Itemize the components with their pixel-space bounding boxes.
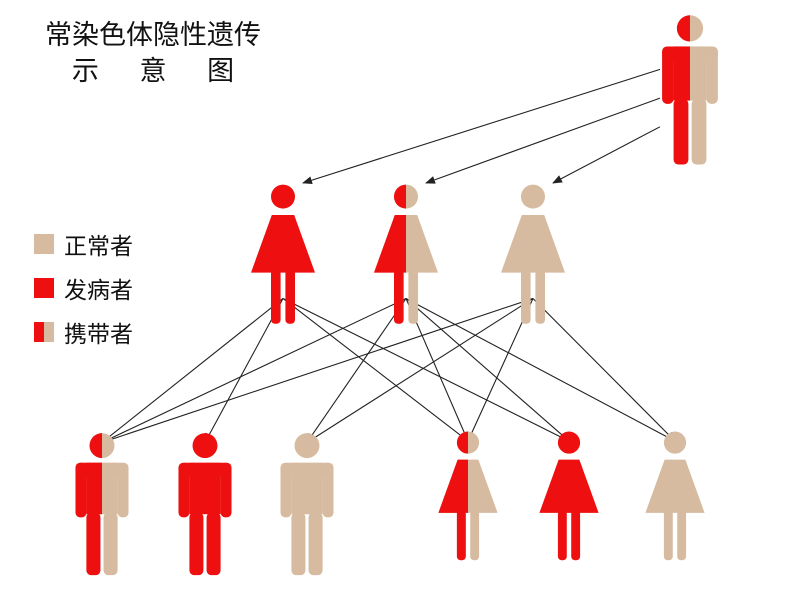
arrow-f3-to-c1 (101, 297, 534, 444)
legend-swatch-normal (34, 234, 54, 254)
arrow-f1-to-c4 (282, 298, 469, 442)
legend-swatch-carrier (34, 322, 54, 342)
legend-item-affected: 发病者 (34, 266, 133, 310)
figure-body (539, 431, 599, 561)
legend-label-normal: 正常者 (64, 234, 133, 260)
pedigree-figure-c3-male-normal (280, 433, 334, 576)
legend: 正常者 发病者 携带者 (34, 222, 133, 354)
figure-body (251, 184, 315, 324)
legend-swatch-affected (34, 278, 54, 298)
pedigree-figure-c2-male-affected (178, 433, 232, 576)
legend-item-carrier: 携带者 (34, 310, 133, 354)
arrow-f1-to-c5 (282, 297, 570, 442)
arrow-p1-to-f1 (302, 68, 661, 185)
arrow-p1-to-f2 (425, 97, 661, 184)
figure-body (645, 431, 705, 561)
arrow-f2-to-c3 (306, 298, 407, 444)
figure-carrier-half (75, 433, 102, 576)
arrow-f1-to-c2 (204, 298, 284, 444)
arrow-p1-to-f3 (552, 126, 661, 184)
title-line-1: 常染色体隐性遗传 (45, 20, 261, 51)
arrow-f3-to-c6 (532, 298, 676, 442)
pedigree-figure-f2-female-carrier (373, 184, 438, 324)
pedigree-figure-c6-female-normal (645, 431, 705, 561)
legend-item-normal: 正常者 (34, 222, 133, 266)
title-line-2: 示 意 图 (71, 56, 251, 87)
figure-body (280, 433, 334, 576)
pedigree-figure-f3-female-normal (501, 184, 565, 324)
figure-carrier-half (373, 184, 406, 324)
arrow-f1-to-c1 (101, 298, 284, 444)
pedigree-figure-c5-female-affected (539, 431, 599, 561)
figure-carrier-half (662, 15, 690, 165)
legend-label-affected: 发病者 (64, 278, 133, 304)
arrow-f2-to-c1 (101, 297, 407, 443)
pedigree-figure-c1-male-carrier (75, 433, 129, 576)
figure-carrier-half (438, 431, 468, 561)
pedigree-figure-c4-female-carrier (438, 431, 498, 561)
arrow-f3-to-c3 (306, 297, 534, 444)
pedigree-figures (75, 15, 718, 576)
legend-label-carrier: 携带者 (64, 322, 133, 348)
diagram-title: 常染色体隐性遗传 示 意 图 (18, 18, 288, 90)
arrow-f2-to-c5 (405, 298, 570, 442)
figure-body (501, 184, 565, 324)
figure-body (178, 433, 232, 576)
inheritance-arrows (101, 68, 676, 444)
pedigree-figure-f1-female-affected (251, 184, 315, 324)
arrow-f2-to-c6 (405, 297, 676, 442)
pedigree-figure-p1-male-carrier (662, 15, 718, 165)
